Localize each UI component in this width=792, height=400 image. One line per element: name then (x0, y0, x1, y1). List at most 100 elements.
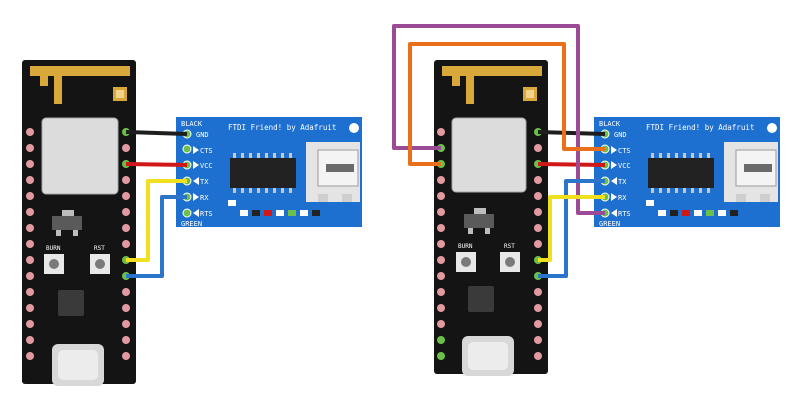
wire-vcc (125, 162, 188, 167)
ic-pin (289, 188, 292, 193)
wire-tx-to-mcu (126, 179, 187, 262)
rst-label: RST (94, 245, 105, 252)
ic-pin (241, 188, 244, 193)
usb-c-port-inner (58, 350, 98, 380)
ic-pin (281, 153, 284, 158)
pin-label-gnd: GND (614, 131, 627, 139)
regulator (52, 216, 82, 230)
ftdi-top-label: BLACK (181, 120, 203, 128)
ftdi-ic (230, 158, 296, 188)
pin-arrow-icon (611, 209, 617, 217)
ic-pin (289, 153, 292, 158)
ic-pin (273, 153, 276, 158)
mini-usb-tongue (326, 164, 354, 172)
pad-connected (437, 352, 445, 360)
wire-rx-yellow (538, 195, 605, 262)
pad (122, 208, 130, 216)
pad (122, 192, 130, 200)
ic-pin (249, 188, 252, 193)
mcu-board: BURN RST (434, 60, 548, 376)
led-green (288, 210, 296, 216)
usb-chip (58, 290, 84, 316)
ic-pin (691, 188, 694, 193)
regulator (464, 214, 494, 228)
pad (534, 144, 542, 152)
pad-connected (437, 336, 445, 344)
pad (26, 288, 34, 296)
regulator-tab (474, 208, 486, 216)
ftdi-bottom-label: GREEN (599, 220, 620, 228)
ic-pin (281, 188, 284, 193)
mini-usb-tab (736, 194, 746, 202)
ic-pin (659, 153, 662, 158)
ftdi-board: BLACK FTDI Friend! by Adafruit GREEN GND… (594, 117, 780, 228)
pad (437, 192, 445, 200)
ic-pin (667, 153, 670, 158)
pin-arrow-icon (193, 146, 199, 154)
pad (534, 224, 542, 232)
rf-module-border (451, 117, 527, 193)
ic-pin (707, 153, 710, 158)
rf-module (42, 118, 118, 194)
pin-label-rts: RTS (200, 210, 213, 218)
pin-arrows (611, 146, 617, 217)
ic-pin (233, 153, 236, 158)
ic-pin (273, 188, 276, 193)
pin-arrow-icon (193, 177, 199, 185)
smd-component (312, 210, 320, 216)
wire-gnd (125, 130, 188, 136)
usb-c-port-inner (468, 342, 508, 370)
led-green (706, 210, 714, 216)
mcu-left-pads (26, 128, 34, 360)
ftdi-ic-pins (651, 153, 710, 193)
smd-component (694, 210, 702, 216)
ic-pin (651, 188, 654, 193)
ic-pin (659, 188, 662, 193)
pad (122, 352, 130, 360)
rst-button-cap (505, 257, 515, 267)
pad (534, 320, 542, 328)
pad (437, 272, 445, 280)
pad (26, 176, 34, 184)
pad (122, 336, 130, 344)
pin-label-gnd: GND (196, 131, 209, 139)
pin-arrow-icon (611, 161, 617, 169)
usb-chip (468, 286, 494, 312)
regulator-leg (485, 228, 490, 234)
rf-module (452, 118, 526, 192)
ic-pin (265, 153, 268, 158)
pad (437, 224, 445, 232)
smd-component (658, 210, 666, 216)
ftdi-bottom-label: GREEN (181, 220, 202, 228)
pad (26, 256, 34, 264)
mini-usb-tab (760, 194, 770, 202)
regulator-leg (73, 230, 78, 236)
pad (437, 288, 445, 296)
regulator-leg (468, 228, 473, 234)
pad (26, 304, 34, 312)
mini-usb-tab (342, 194, 352, 202)
ftdi-title: FTDI Friend! by Adafruit (228, 123, 336, 132)
wire-rx-to-mcu (126, 195, 187, 278)
smd-component (276, 210, 284, 216)
header-pin (182, 208, 192, 218)
pin-label-vcc: VCC (200, 162, 213, 170)
ic-pin (249, 153, 252, 158)
pin-label-rts: RTS (618, 210, 631, 218)
pin-arrow-icon (611, 193, 617, 201)
ic-pin (691, 153, 694, 158)
ic-pin (241, 153, 244, 158)
pin-arrow-icon (611, 146, 617, 154)
wire-rts-purple (392, 24, 605, 215)
ftdi-ic (648, 158, 714, 188)
wires (125, 130, 188, 278)
regulator-leg (56, 230, 61, 236)
left-diagram: BURN RST (22, 60, 362, 386)
pad (437, 128, 445, 136)
pin-label-cts: CTS (200, 147, 213, 155)
wire-gnd (537, 130, 606, 136)
smd-component (228, 200, 236, 206)
ic-pin (699, 188, 702, 193)
pad (122, 288, 130, 296)
